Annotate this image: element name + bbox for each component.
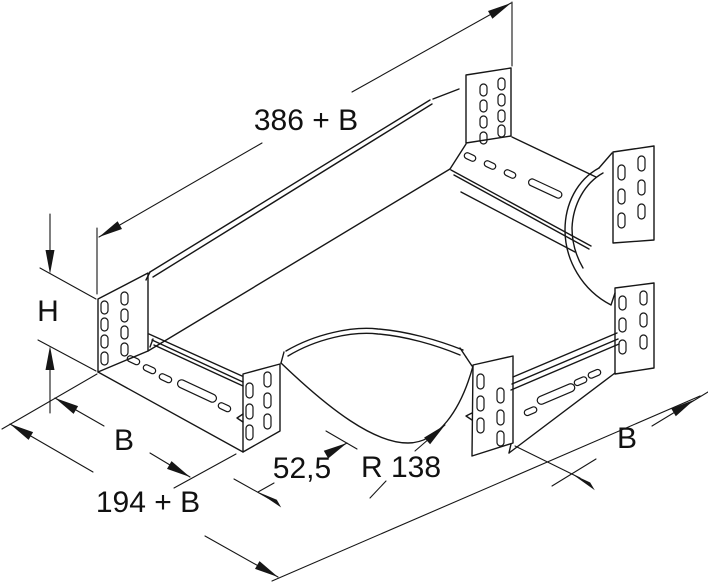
front-right-plate — [465, 355, 514, 457]
dimension-width-left: B — [1, 373, 237, 489]
right-lower-plate — [614, 282, 655, 375]
label-branch-offset: 52,5 — [273, 452, 331, 485]
rear-branch-plate — [465, 67, 512, 145]
label-fillet-radius: R 138 — [361, 451, 441, 484]
label-main-length: 386 + B — [254, 104, 358, 137]
tray-body — [97, 67, 655, 457]
branch-left-wall — [450, 169, 592, 253]
near-wall-right — [508, 332, 620, 454]
right-fillet-curve — [564, 152, 616, 306]
right-upper-plate — [612, 145, 655, 244]
near-wall-left — [97, 333, 244, 453]
label-width-right: B — [617, 422, 637, 455]
label-front-depth: 194 + B — [96, 486, 200, 519]
far-wall — [145, 88, 467, 352]
dimension-fillet-radius: R 138 — [361, 424, 446, 499]
left-end-plate — [97, 272, 149, 373]
dimension-branch-offset: 52,5 — [233, 430, 358, 508]
dimension-front-depth: 194 + B — [9, 395, 701, 582]
front-left-plate — [236, 363, 281, 453]
left-fillet-curve — [280, 327, 473, 367]
branch-floor — [463, 136, 597, 199]
dimension-width-right: B — [514, 391, 708, 491]
label-height: H — [37, 295, 59, 328]
fillet-radius-arc — [280, 362, 474, 444]
label-width-left: B — [114, 424, 134, 457]
dimension-height: H — [37, 213, 97, 414]
dimension-main-length: 386 + B — [96, 1, 513, 295]
